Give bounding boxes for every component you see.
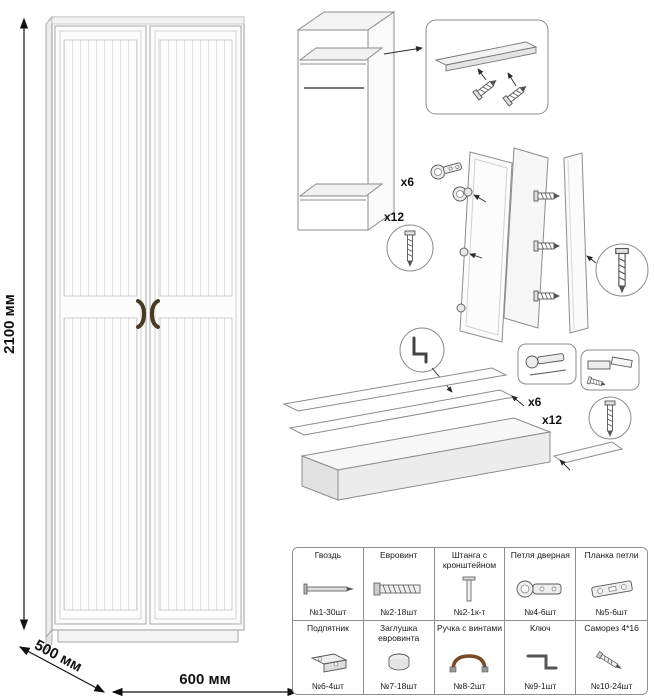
screw-icon: [584, 648, 640, 676]
door-hinge-icon: [428, 158, 464, 182]
wardrobe-left-door: [54, 25, 147, 625]
screw-icon: [533, 240, 561, 252]
hinge-callout-top: x6: [401, 158, 486, 204]
part-cell-rod: Штанга с кронштейном №2-1к-т: [434, 548, 506, 621]
part-name: Ключ: [530, 623, 551, 633]
part-name: Ручка с винтами: [436, 623, 502, 633]
wardrobe-plinth: [57, 629, 239, 643]
side-panel-exploded: [533, 152, 589, 334]
part-name: Штанга с кронштейном: [442, 550, 497, 570]
screws-bottom-count: x12: [542, 413, 562, 427]
part-cell-nail: Гвоздь №1-30шт: [293, 548, 364, 621]
part-cell-hinge: Петля дверная №4-6шт: [505, 548, 577, 621]
part-cell-screw-cap: Заглушка евровинта №7-18шт: [363, 621, 435, 694]
part-cell-key: Ключ №9-1шт: [505, 621, 577, 694]
screw-icon: [533, 290, 561, 302]
hinge-detail-callout-2: [580, 349, 640, 391]
part-name: Петля дверная: [510, 550, 570, 560]
part-qty: №7-18шт: [380, 681, 418, 691]
part-cell-foot-glide: Подпятник №6-4шт: [293, 621, 364, 694]
part-name: Евровинт: [379, 550, 418, 560]
carcass-wireframe: [296, 11, 396, 231]
leader-to-detail-box: [383, 45, 423, 55]
key-icon: [412, 336, 428, 364]
euroscrew-callout-right: [586, 243, 649, 297]
right-door-handle: [149, 299, 160, 329]
part-qty: №6-4шт: [311, 681, 344, 691]
part-qty: №4-6шт: [524, 607, 557, 617]
door-hinge-icon: [512, 575, 568, 603]
part-cell-hinge-plate: Планка петли №5-6шт: [576, 548, 647, 621]
left-door-handle: [136, 299, 147, 329]
screws-callout-top: x12: [384, 210, 434, 272]
hinge-detail-callout-1: [517, 343, 577, 385]
foot-glide-icon: [300, 648, 356, 676]
part-qty: №2-18шт: [380, 607, 418, 617]
part-qty: №9-1шт: [524, 681, 557, 691]
height-dimension: 2100 мм: [1, 17, 29, 631]
rail-detail-callout: [425, 19, 549, 115]
wardrobe-right-door: [149, 25, 242, 625]
hinges-bottom-count: x6: [528, 395, 542, 409]
part-name: Планка петли: [584, 550, 639, 560]
part-name: Подпятник: [306, 623, 349, 633]
part-qty: №5-6шт: [595, 607, 628, 617]
assembly-diagram: x6 x12: [280, 0, 654, 550]
wardrobe-drawing: 2100 мм 500 мм 600 мм: [0, 0, 300, 700]
width-label: 600 мм: [179, 671, 230, 688]
handle-icon: [441, 648, 497, 676]
width-dimension: 600 мм: [111, 671, 299, 697]
part-qty: №2-1к-т: [453, 607, 486, 617]
part-name: Саморез 4*16: [584, 623, 639, 633]
part-cell-euroscrew: Евровинт №2-18шт: [363, 548, 435, 621]
euroscrew-icon: [371, 575, 427, 603]
part-cell-screw: Саморез 4*16 №10-24шт: [576, 621, 647, 694]
part-cell-handle: Ручка с винтами №8-2шт: [434, 621, 506, 694]
part-qty: №1-30шт: [309, 607, 347, 617]
rod-with-bracket-icon: [441, 575, 497, 603]
nail-icon: [300, 575, 356, 603]
part-qty: №10-24шт: [590, 681, 633, 691]
euroscrew-callout-bottom: [588, 396, 632, 440]
parts-table: Гвоздь №1-30шт Евровинт №2-18шт: [292, 547, 648, 695]
key-icon: [512, 648, 568, 676]
screw-icon: [533, 190, 561, 202]
hinges-top-count: x6: [401, 175, 415, 189]
base-panels-exploded: [282, 367, 624, 501]
depth-dimension: 500 мм: [18, 636, 106, 693]
part-qty: №8-2шт: [453, 681, 486, 691]
wardrobe-svg: 2100 мм 500 мм 600 мм: [1, 15, 299, 697]
hinge-plate-icon: [584, 575, 640, 603]
screws-top-count: x12: [384, 210, 404, 224]
part-name: Гвоздь: [314, 550, 342, 560]
screw-cap-icon: [371, 648, 427, 676]
part-name: Заглушка евровинта: [378, 623, 420, 643]
height-label: 2100 мм: [1, 294, 18, 354]
assembly-svg: x6 x12: [282, 11, 649, 501]
